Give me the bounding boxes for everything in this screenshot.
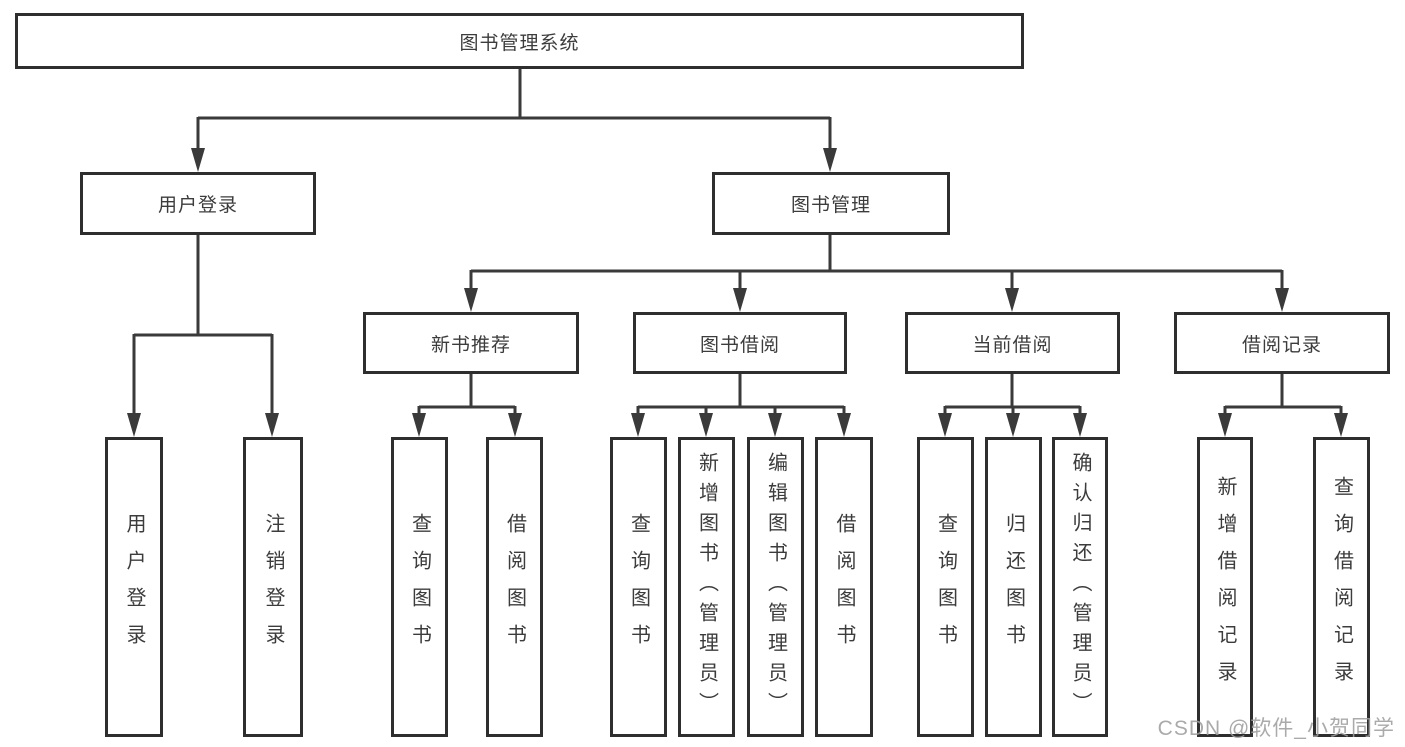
leaf-label: 查询借阅记录 xyxy=(1330,476,1353,698)
leaf-label: 查询图书 xyxy=(627,513,650,661)
connector-root-to-level2 xyxy=(191,69,837,172)
leaf-logout: 注销登录 xyxy=(243,437,303,737)
node-label: 借阅记录 xyxy=(1241,334,1322,356)
leaf-label: 新增借阅记录 xyxy=(1214,476,1236,698)
leaf-label: 查询图书 xyxy=(934,513,957,661)
node-user-login: 用户登录 xyxy=(80,172,316,235)
connector-book-borrowing-branch xyxy=(631,374,851,437)
leaf-query-books-recommend: 查询图书 xyxy=(391,437,448,737)
leaf-user-login: 用户登录 xyxy=(105,437,163,737)
leaf-label: 注销登录 xyxy=(262,513,284,661)
leaf-add-book-admin: 新增图书（管理员） xyxy=(678,437,735,737)
node-label: 图书管理 xyxy=(790,195,871,216)
leaf-label: 借阅图书 xyxy=(833,513,855,661)
node-book-management: 图书管理 xyxy=(712,172,950,235)
connector-book-management-branch xyxy=(464,235,1289,312)
node-book-borrowing: 图书借阅 xyxy=(633,312,847,374)
leaf-label: 归还图书 xyxy=(1002,513,1025,661)
leaf-label: 确认归还（管理员） xyxy=(1069,452,1091,722)
leaf-return-books: 归还图书 xyxy=(985,437,1042,737)
node-label: 当前借阅 xyxy=(972,334,1053,356)
leaf-query-borrow-record: 查询借阅记录 xyxy=(1313,437,1370,737)
leaf-edit-book-admin: 编辑图书（管理员） xyxy=(747,437,804,737)
leaf-label: 借阅图书 xyxy=(503,513,526,661)
leaf-query-books-current: 查询图书 xyxy=(917,437,974,737)
leaf-confirm-return-admin: 确认归还（管理员） xyxy=(1052,437,1108,737)
leaf-add-borrow-record: 新增借阅记录 xyxy=(1197,437,1253,737)
node-label: 图书借阅 xyxy=(699,334,780,356)
leaf-label: 用户登录 xyxy=(123,513,145,661)
leaf-borrow-books: 借阅图书 xyxy=(815,437,873,737)
node-new-book-recommendation: 新书推荐 xyxy=(363,312,579,374)
node-label: 图书管理系统 xyxy=(459,32,580,54)
leaf-label: 新增图书（管理员） xyxy=(695,452,718,722)
watermark: CSDN @软件_小贺同学 xyxy=(1157,717,1395,740)
node-current-borrowing: 当前借阅 xyxy=(905,312,1120,374)
connector-borrowing-records-branch xyxy=(1218,374,1348,437)
leaf-query-books-borrowing: 查询图书 xyxy=(610,437,667,737)
leaf-borrow-books-recommend: 借阅图书 xyxy=(486,437,543,737)
node-borrowing-records: 借阅记录 xyxy=(1174,312,1390,374)
node-label: 用户登录 xyxy=(157,195,238,216)
leaf-label: 查询图书 xyxy=(408,513,431,661)
connector-current-borrowing-branch xyxy=(938,374,1087,437)
node-label: 新书推荐 xyxy=(430,334,511,356)
node-root-library-management-system: 图书管理系统 xyxy=(15,13,1024,69)
connector-new-book-recommendation-branch xyxy=(412,374,522,437)
leaf-label: 编辑图书（管理员） xyxy=(764,452,787,722)
connector-user-login-branch xyxy=(127,235,279,437)
